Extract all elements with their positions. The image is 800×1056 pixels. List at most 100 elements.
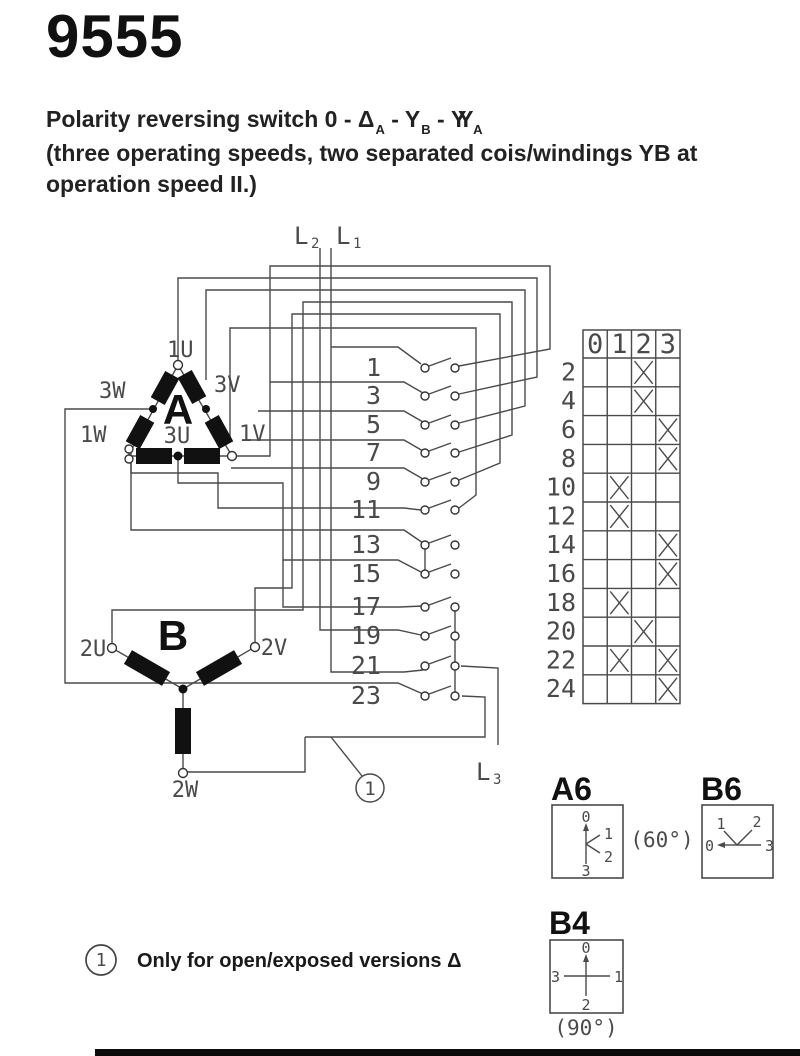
- coil-3u-left: [136, 448, 172, 464]
- contact-left-terminal: [420, 448, 430, 458]
- angle-60-note: (60°): [630, 828, 693, 852]
- table-row-label-16: 16: [546, 559, 576, 588]
- footnote-marker-number: 1: [96, 950, 107, 971]
- contact-blade: [428, 596, 452, 606]
- contact-blade: [428, 534, 452, 544]
- label-l1: L: [336, 222, 350, 250]
- table-col-header-3: 3: [660, 329, 676, 360]
- label-1v: 1V: [239, 422, 266, 447]
- x-mark-row22-col3: [658, 648, 678, 673]
- contact-row-15: 15: [351, 559, 460, 588]
- contact-row-5: 5: [366, 410, 460, 439]
- table-row-label-2: 2: [561, 357, 576, 386]
- contact-right-terminal: [450, 631, 460, 641]
- wire-1u-row3: [177, 277, 538, 395]
- page-title: Polarity reversing switch 0 - ΔA - YB - …: [46, 104, 726, 200]
- footnote-text: Only for open/exposed versions Δ: [137, 950, 461, 972]
- contact-number-7: 7: [366, 438, 381, 467]
- label-2w: 2W: [172, 778, 199, 803]
- table-col-header-0: 0: [587, 329, 603, 360]
- contact-row-11: 11: [351, 495, 460, 524]
- coil-3u-right: [184, 448, 220, 464]
- label-1w: 1W: [80, 423, 107, 448]
- position-diagram-a6: A6 0 1 2 3: [551, 771, 624, 880]
- contact-blade: [428, 442, 452, 452]
- b4-pos-2: 2: [581, 996, 590, 1014]
- title-sep1: -: [384, 106, 405, 132]
- wire-network: [64, 248, 551, 777]
- contact-right-terminal: [450, 661, 460, 671]
- b6-pos-2: 2: [752, 813, 761, 831]
- wire-row9-left: [231, 467, 424, 480]
- label-l3: L: [476, 758, 490, 786]
- a6-pos-2: 2: [604, 848, 613, 866]
- contact-right-terminal: [450, 540, 460, 550]
- contact-left-terminal: [420, 363, 430, 373]
- x-mark-row10-col1: [609, 475, 630, 500]
- wire-1w-row13: [130, 457, 424, 544]
- double-star-subscript: A: [473, 122, 483, 137]
- contact-row-1: 1: [366, 353, 460, 382]
- coil-2w: [175, 708, 191, 754]
- wire-3v-row5: [205, 289, 526, 424]
- terminal-1w-a: [124, 444, 134, 454]
- label-1u: 1U: [167, 338, 194, 363]
- footnote-marker-circle: [85, 944, 117, 976]
- x-mark-row6-col3: [658, 418, 678, 442]
- contact-right-terminal: [450, 391, 460, 401]
- tap-3w: [149, 405, 157, 413]
- wire-row7-left: [245, 439, 424, 452]
- contact-left-terminal: [420, 505, 430, 515]
- b6-title: B6: [701, 771, 742, 807]
- b6-box: [701, 804, 774, 879]
- contact-right-terminal: [450, 569, 460, 579]
- b6-pos-1: 1: [716, 815, 725, 833]
- contact-number-9: 9: [366, 467, 381, 496]
- a6-title: A6: [551, 771, 592, 807]
- tap-3v: [202, 405, 210, 413]
- delta-symbol: Δ: [357, 106, 375, 132]
- contact-blade: [428, 499, 452, 509]
- title-prefix: Polarity reversing switch 0 -: [46, 106, 358, 132]
- position-diagram-b4: B4 0 1 2 3 (90°): [549, 905, 624, 1040]
- label-l2: L: [294, 222, 308, 250]
- contact-right-terminal: [450, 420, 460, 430]
- x-mark-row12-col1: [609, 504, 630, 529]
- contact-blade: [428, 563, 452, 573]
- x-mark-row2-col2: [633, 360, 654, 385]
- title-line-3: operation speed II.): [46, 171, 257, 198]
- a6-arrow: [583, 823, 589, 831]
- contact-number-17: 17: [351, 592, 381, 621]
- contact-number-23: 23: [351, 681, 381, 710]
- table-row-label-4: 4: [561, 386, 576, 415]
- contact-right-terminal: [450, 505, 460, 515]
- coil-2v: [195, 650, 243, 686]
- wire-3w-row23: [64, 408, 424, 695]
- b4-pos-3: 3: [551, 968, 560, 986]
- winding-b-star: 2U 2V 2W B: [80, 612, 288, 803]
- coil-3w-upper: [150, 371, 180, 405]
- contact-left-terminal: [420, 691, 430, 701]
- b4-arrow: [583, 954, 589, 962]
- a6-pos-1: 1: [604, 825, 613, 843]
- table-row-label-22: 22: [546, 645, 576, 674]
- terminal-2w: [177, 767, 189, 779]
- contact-left-terminal: [420, 477, 430, 487]
- terminal-2v: [249, 641, 261, 653]
- b4-box: [549, 939, 624, 1014]
- table-row-label-20: 20: [546, 617, 576, 646]
- b4-title: B4: [549, 905, 590, 941]
- x-mark-row20-col2: [633, 619, 654, 644]
- contact-number-21: 21: [351, 651, 381, 680]
- table-row-label-24: 24: [546, 674, 576, 703]
- wire-l2: [319, 248, 422, 636]
- table-row-label-18: 18: [546, 588, 576, 617]
- contact-number-1: 1: [366, 353, 381, 382]
- label-3w: 3W: [99, 379, 126, 404]
- coil-1v-lower: [204, 415, 234, 449]
- position-diagram-b6: B6 0 1 2 3: [701, 771, 774, 879]
- label-l2-sub: 2: [311, 236, 319, 252]
- title-line-1: Polarity reversing switch 0 - ΔA - YB - …: [46, 104, 726, 138]
